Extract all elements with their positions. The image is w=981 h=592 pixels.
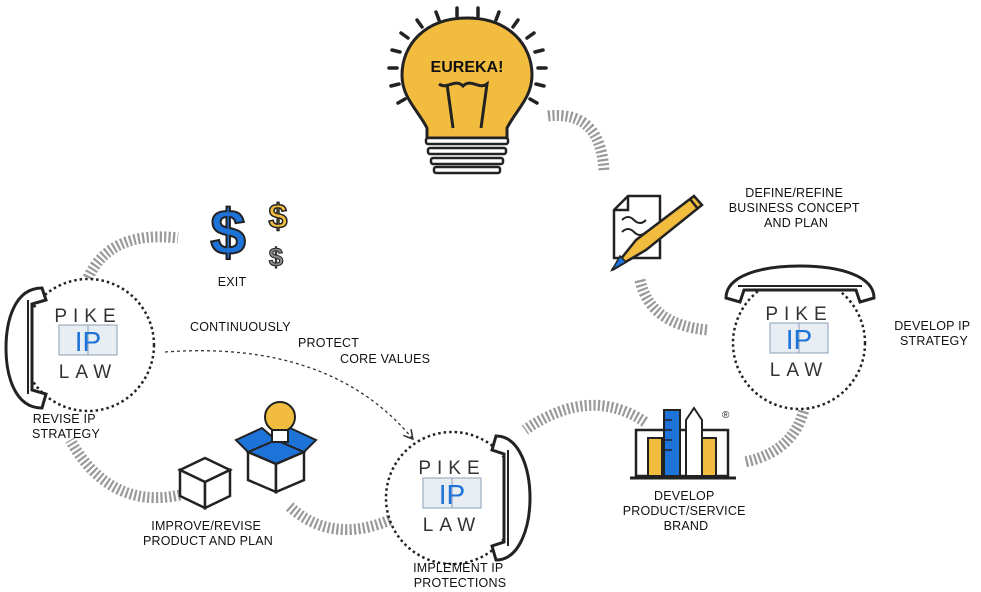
protect-note-line-3: CORE VALUES [340, 352, 430, 366]
develop-ip-step-label: DEVELOP IP STRATEGY [894, 319, 974, 348]
revise-step-label: REVISE IP STRATEGY [32, 412, 101, 441]
svg-text:IP: IP [786, 324, 812, 355]
arc-improve-to-revise [70, 440, 180, 498]
svg-text:PIKE: PIKE [765, 304, 832, 325]
dollar-signs-icon: $ $ $ [210, 196, 287, 272]
protect-note-line-2: PROTECT [298, 336, 359, 350]
svg-text:$: $ [269, 198, 288, 236]
arc-brand-to-implement [525, 405, 645, 430]
svg-text:$: $ [269, 242, 284, 272]
product-boxes-icon [180, 428, 316, 508]
protect-note-line-1: CONTINUOUSLY [190, 320, 291, 334]
lightbulb-icon [389, 8, 546, 173]
svg-text:LAW: LAW [423, 515, 481, 536]
implement-step-label: IMPLEMENT IP PROTECTIONS [413, 561, 507, 590]
svg-text:$: $ [210, 196, 246, 268]
svg-text:LAW: LAW [770, 360, 828, 381]
svg-text:IP: IP [75, 326, 101, 357]
define-step-label: DEFINE/REFINE BUSINESS CONCEPT AND PLAN [729, 186, 863, 230]
svg-text:IP: IP [439, 479, 465, 510]
arc-implement-to-improve [288, 505, 390, 530]
pike-ip-law-logo-develop: PIKE IP LAW [733, 277, 865, 409]
exit-step-label: EXIT [218, 275, 247, 289]
improve-step-label: IMPROVE/REVISE PRODUCT AND PLAN [143, 519, 273, 548]
document-pen-icon [612, 196, 702, 270]
arc-revise-to-exit [88, 237, 178, 278]
eureka-label: EUREKA! [431, 59, 504, 76]
arc-define-to-develop-ip [640, 280, 708, 330]
svg-text:PIKE: PIKE [418, 458, 485, 479]
arc-bulb-to-define [548, 115, 604, 170]
brand-step-label: DEVELOP PRODUCT/SERVICE BRAND [623, 489, 750, 533]
registered-mark: ® [722, 410, 730, 421]
svg-text:LAW: LAW [59, 362, 117, 383]
svg-text:PIKE: PIKE [54, 306, 121, 327]
